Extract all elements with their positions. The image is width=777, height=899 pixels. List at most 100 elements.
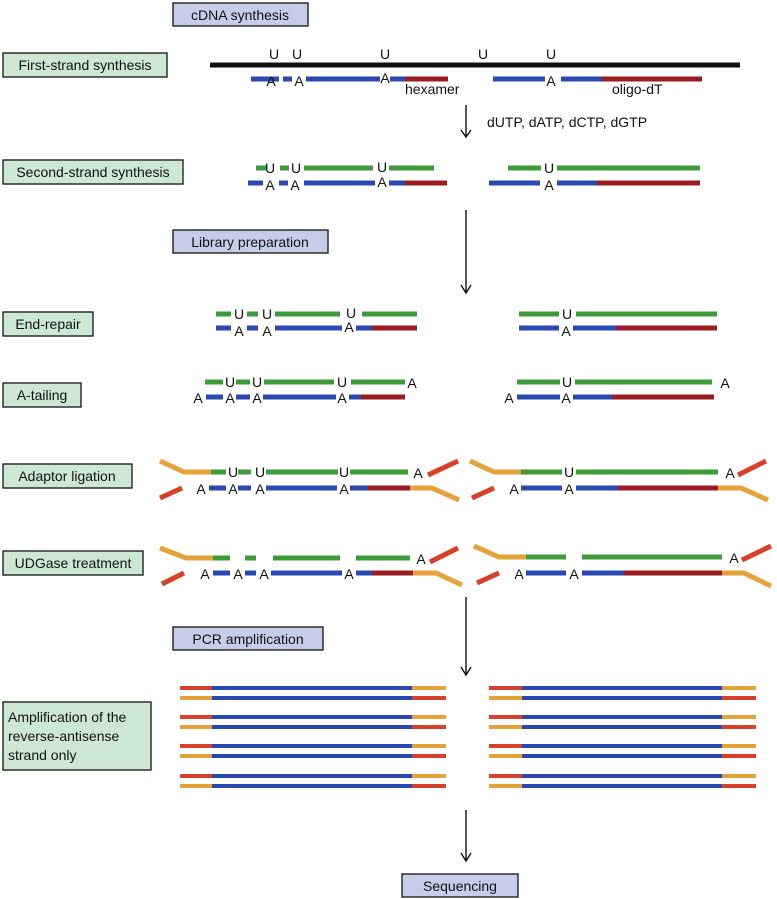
adaptor-right-bottom [718, 485, 770, 503]
pcr-adaptor-orange [489, 725, 522, 729]
pcr-adaptor-red [722, 696, 756, 700]
uracil-label: U [564, 464, 574, 480]
pcr-antisense-strand [522, 725, 722, 729]
heading-sequencing: Sequencing [401, 873, 519, 898]
adenine-label: A [339, 481, 349, 497]
strand-segment [263, 394, 336, 400]
strand-segment [372, 325, 417, 331]
uracil-label: U [225, 374, 235, 390]
step-udgase-treatment: UDGase treatment [2, 550, 144, 576]
strand-segment [597, 180, 700, 186]
strand-segment [521, 485, 562, 491]
adenine-label: A [344, 319, 354, 335]
pcr-antisense-strand [522, 696, 722, 700]
uracil-label: U [562, 306, 572, 322]
adenine-label: A [337, 390, 347, 406]
uracil-label: U [252, 374, 262, 390]
pcr-adaptor-red [180, 715, 212, 719]
strand-segment [275, 325, 342, 331]
strand-segment [576, 311, 717, 317]
strand-segment [273, 555, 340, 561]
adenine-label: A [228, 481, 238, 497]
hexamer-label: hexamer [405, 81, 460, 97]
arrow-first-to-second [460, 105, 472, 139]
strand-segment [216, 311, 231, 317]
strand-segment [372, 570, 413, 576]
strand-segment [521, 469, 562, 475]
adaptor-right-bottom [410, 485, 461, 503]
strand-segment [624, 570, 722, 576]
pcr-antisense-strand [212, 725, 412, 729]
adenine-label: A [265, 177, 275, 193]
strand-segment [206, 394, 223, 400]
step-amplification-antisense: Amplification of the reverse-antisense s… [2, 701, 152, 771]
mrna-strand [210, 62, 740, 68]
strand-segment [389, 180, 405, 186]
adaptor-left-bottom [158, 485, 184, 501]
adenine-label: A [266, 73, 276, 89]
strand-segment [576, 469, 718, 475]
svg-text:strand only: strand only [8, 747, 76, 763]
adenine-label: A [193, 390, 203, 406]
strand-segment [209, 485, 226, 491]
strand-segment [283, 76, 292, 82]
pcr-antisense-strand [522, 715, 722, 719]
pcr-antisense-strand [522, 754, 722, 758]
pcr-antisense-strand [212, 686, 412, 690]
pcr-adaptor-orange [412, 774, 446, 778]
uracil-label: U [562, 374, 572, 390]
adaptor-left-top [468, 458, 521, 475]
pcr-adaptor-orange [489, 754, 522, 758]
pcr-adaptor-red [412, 784, 446, 788]
strand-segment [280, 165, 289, 171]
pcr-adaptor-red [489, 774, 522, 778]
strand-segment [489, 180, 540, 186]
strand-segment [279, 180, 288, 186]
strand-segment [351, 379, 405, 385]
strand-segment [356, 555, 410, 561]
pcr-adaptor-red [180, 744, 212, 748]
adenine-label: A [729, 550, 739, 566]
step-a-tailing: A-tailing [2, 382, 82, 408]
svg-text:Adaptor ligation: Adaptor ligation [18, 468, 115, 484]
svg-text:reverse-antisense: reverse-antisense [8, 728, 119, 744]
strand-segment [245, 570, 256, 576]
uracil-label: U [339, 464, 349, 480]
adenine-label: A [561, 323, 571, 339]
pcr-adaptor-orange [489, 696, 522, 700]
strand-segment [361, 394, 405, 400]
adenine-label: A [514, 566, 524, 582]
adaptor-left-top [472, 543, 526, 560]
adaptor-left-bottom [470, 485, 496, 501]
pcr-antisense-strand [522, 774, 722, 778]
uracil-label: U [269, 46, 279, 62]
strand-segment [519, 311, 559, 317]
strand-segment [247, 311, 258, 317]
adenine-label: A [252, 390, 262, 406]
pcr-adaptor-orange [489, 784, 522, 788]
adenine-label: A [725, 465, 735, 481]
pcr-adaptor-red [489, 715, 522, 719]
uracil-label: U [544, 160, 554, 176]
pcr-adaptor-red [180, 686, 212, 690]
strand-segment [251, 76, 279, 82]
adenine-label: A [234, 323, 244, 339]
pcr-adaptor-orange [180, 725, 212, 729]
adenine-label: A [416, 551, 426, 567]
strand-segment [350, 485, 368, 491]
strand-segment [356, 325, 372, 331]
strand-segment [247, 325, 258, 331]
adaptor-left-bottom [475, 570, 501, 586]
strand-segment [236, 379, 250, 385]
adenine-label: A [561, 390, 571, 406]
pcr-adaptor-orange [180, 754, 212, 758]
adaptor-left-bottom [160, 570, 186, 587]
pcr-adaptor-red [489, 686, 522, 690]
adenine-label: A [544, 177, 554, 193]
svg-text:UDGase treatment: UDGase treatment [15, 555, 132, 571]
strand-segment [213, 555, 230, 561]
strand-segment [266, 485, 337, 491]
pcr-antisense-strand [212, 754, 412, 758]
adaptor-right-top [740, 543, 773, 563]
